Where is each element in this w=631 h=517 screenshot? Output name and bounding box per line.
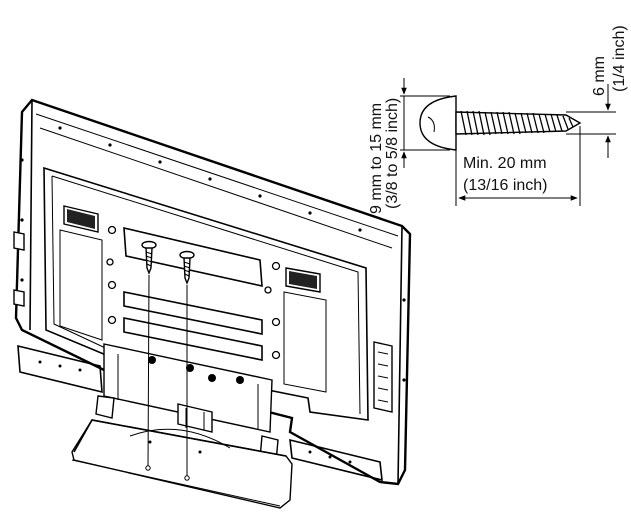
screw-head [419, 95, 457, 151]
side-terminals [373, 341, 393, 413]
left-screw-icon [141, 240, 157, 471]
screw-detail: 9 mm to 15 mm (3/8 to 5/8 inch) 6 mm (1/… [368, 25, 628, 214]
slot-2 [123, 317, 263, 361]
stand-base [71, 419, 293, 509]
cabinet-edge-dots [20, 126, 406, 382]
stand-neck [95, 343, 279, 463]
head-height-mm-label: 9 mm to 15 mm [368, 103, 385, 214]
stand-screws [141, 240, 195, 481]
right-handle [283, 267, 327, 393]
right-screw-icon [179, 250, 195, 481]
tv-rear-view [13, 98, 412, 509]
bottom-speaker-lip [17, 344, 103, 394]
head-height-inch-label: (3/8 to 5/8 inch) [384, 98, 401, 209]
screw-thread [460, 110, 574, 136]
diameter-inch-label: (1/4 inch) [611, 25, 628, 92]
vesa-mount-panel [123, 226, 263, 288]
mounting-holes [106, 225, 281, 360]
rear-cover [43, 166, 369, 421]
length-inch-label: (13/16 inch) [463, 177, 548, 194]
diameter-dimension [566, 84, 616, 158]
diameter-mm-label: 6 mm [591, 56, 608, 96]
length-dimension [455, 126, 581, 206]
left-handle [59, 205, 103, 341]
slot-1 [123, 291, 263, 335]
tv-cabinet-outline [14, 98, 412, 486]
head-height-dimension [400, 78, 450, 168]
length-mm-label: Min. 20 mm [463, 155, 547, 172]
left-side-ports [13, 231, 25, 307]
